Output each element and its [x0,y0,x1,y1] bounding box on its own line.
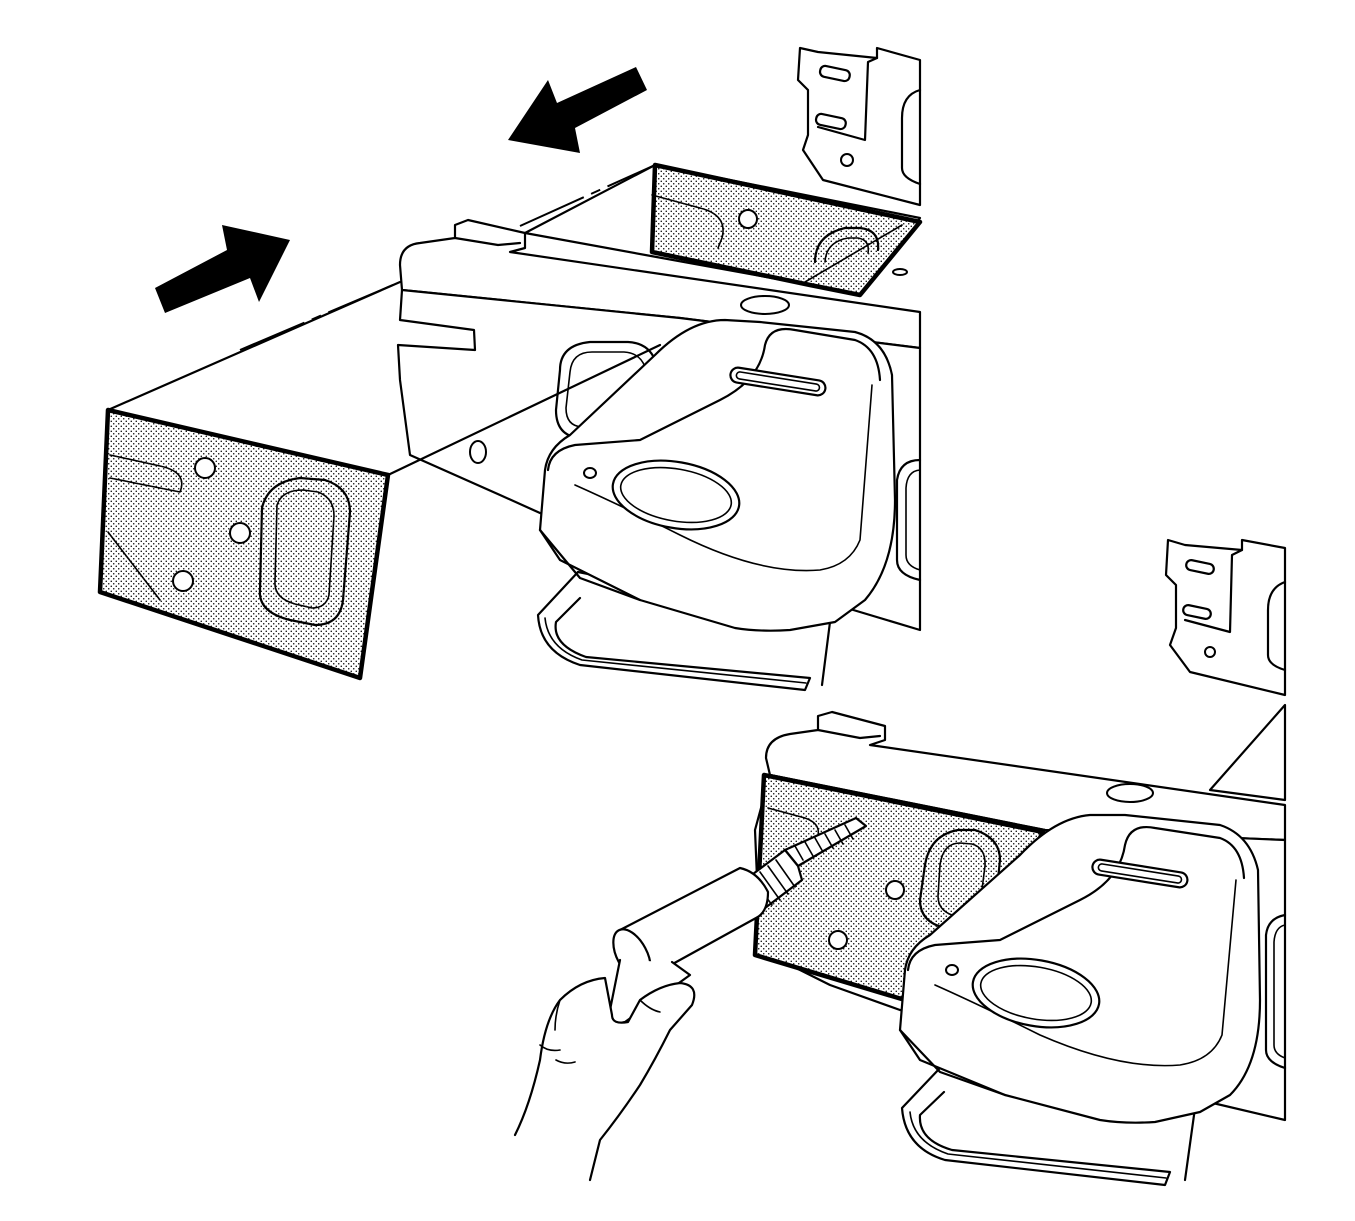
rear-bracket-bottom [1164,538,1287,697]
existing-panel-rear [649,162,923,298]
rear-bracket-top [796,46,922,207]
arrow-outward-icon [508,67,647,153]
alignment-line-upper [519,164,656,227]
mount-plate-bottom [898,813,1262,1124]
drill-tool-icon [606,816,868,1025]
arrow-inward-icon [155,225,290,313]
top-panel-removal-view [97,46,923,692]
hand-icon [513,976,696,1182]
bottom-panel-drilling-view [513,538,1287,1187]
replacement-service-panel [97,407,391,681]
mount-plate-top [538,318,897,632]
alignment-line-lower [239,281,401,351]
